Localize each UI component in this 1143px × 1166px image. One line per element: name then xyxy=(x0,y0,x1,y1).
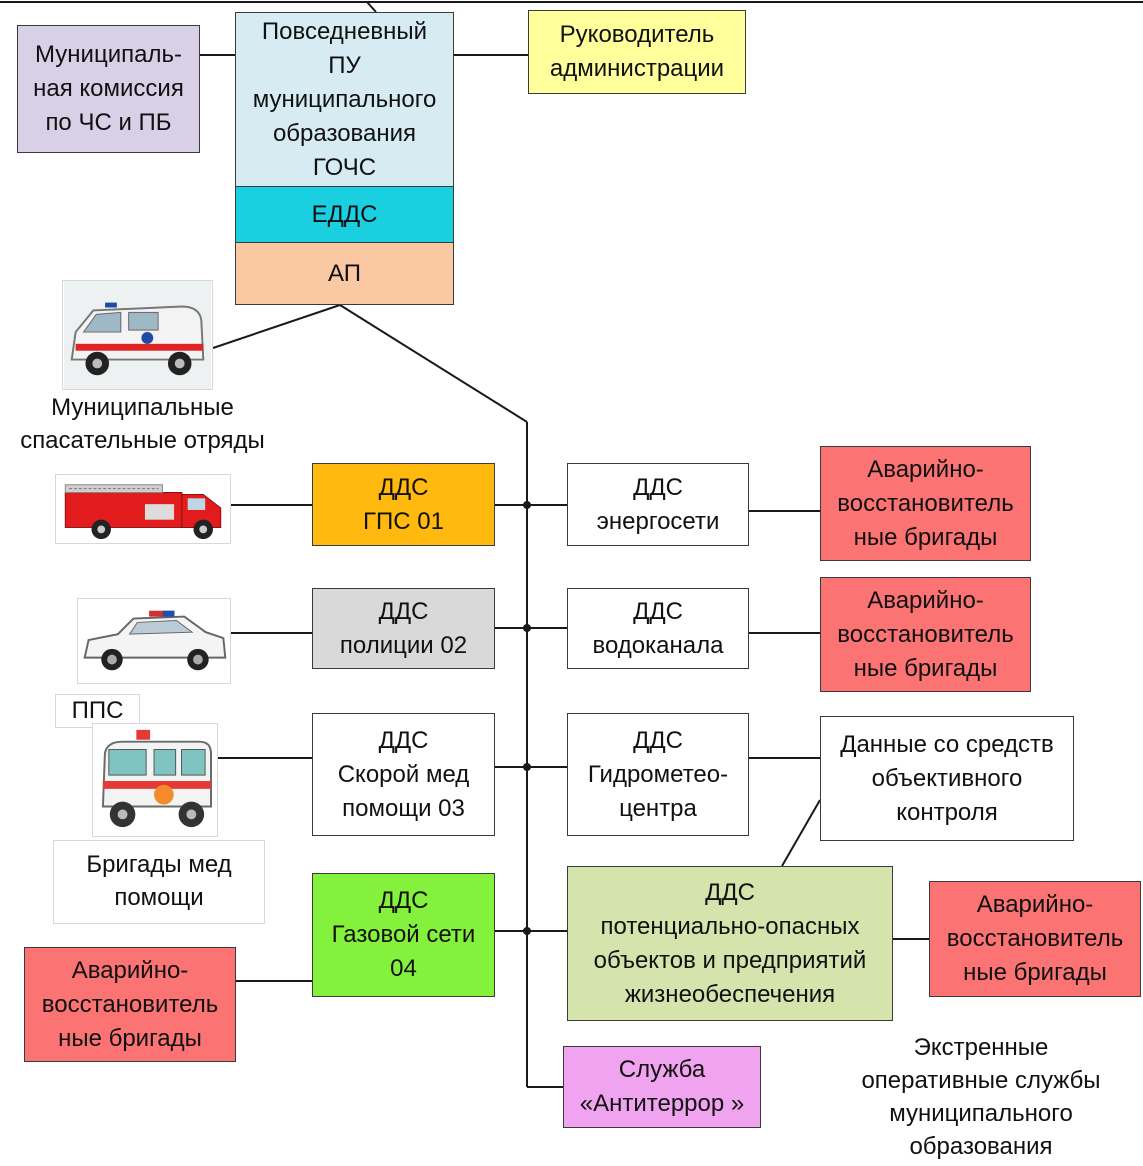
police-dds-box: ДДС полиции 02 xyxy=(312,588,495,669)
antiterror-service-box: Служба «Антитеррор » xyxy=(563,1046,761,1128)
edds-box: ЕДДС xyxy=(235,186,454,243)
daily-control-point-box: Повседневный ПУ муниципального образован… xyxy=(235,12,454,187)
energy-grid-dds-box: ДДС энергосети xyxy=(567,463,749,546)
fire-service-dds-box: ДДС ГПС 01 xyxy=(312,463,495,546)
hazardous-facilities-dds-box: ДДС потенциально-опасных объектов и пред… xyxy=(567,866,893,1021)
medical-teams-caption: Бригады мед помощи xyxy=(86,851,232,911)
rescue-van-picture xyxy=(62,280,213,390)
ambulance-picture xyxy=(92,723,218,837)
repair-brigades-water-box: Аварийно- восстановитель ные бригады xyxy=(820,577,1031,692)
medical-teams-box xyxy=(53,840,265,924)
emergency-services-caption: Экстренные оперативные службы муниципаль… xyxy=(861,1034,1101,1160)
objective-control-box: Данные со средств объективного контроля xyxy=(820,716,1074,841)
head-of-administration-box: Руководитель администрации xyxy=(528,10,746,94)
municipal-commission-box: Муниципаль- ная комиссия по ЧС и ПБ xyxy=(17,25,200,153)
ambulance-dds-box: ДДС Скорой мед помощи 03 xyxy=(312,713,495,836)
rescue-teams-caption: Муниципальные спасательные отряды xyxy=(20,394,265,454)
police-car-picture xyxy=(77,598,231,684)
police-car-icon xyxy=(78,599,230,683)
gas-network-dds-box: ДДС Газовой сети 04 xyxy=(312,873,495,997)
rescue-van-icon xyxy=(63,281,212,389)
fire-truck-picture xyxy=(55,474,231,544)
ap-box: АП xyxy=(235,242,454,305)
repair-brigades-hazardous-box: Аварийно- восстановитель ные бригады xyxy=(929,881,1141,997)
pps-label-box xyxy=(55,694,140,728)
ambulance-icon xyxy=(93,724,217,836)
repair-brigades-energy-box: Аварийно- восстановитель ные бригады xyxy=(820,446,1031,561)
water-utility-dds-box: ДДС водоканала xyxy=(567,588,749,669)
repair-brigades-gas-box: Аварийно- восстановитель ные бригады xyxy=(24,947,236,1062)
hydromet-dds-box: ДДС Гидрометео- центра xyxy=(567,713,749,836)
pps-label: ППС xyxy=(71,697,124,724)
fire-truck-icon xyxy=(57,475,229,543)
